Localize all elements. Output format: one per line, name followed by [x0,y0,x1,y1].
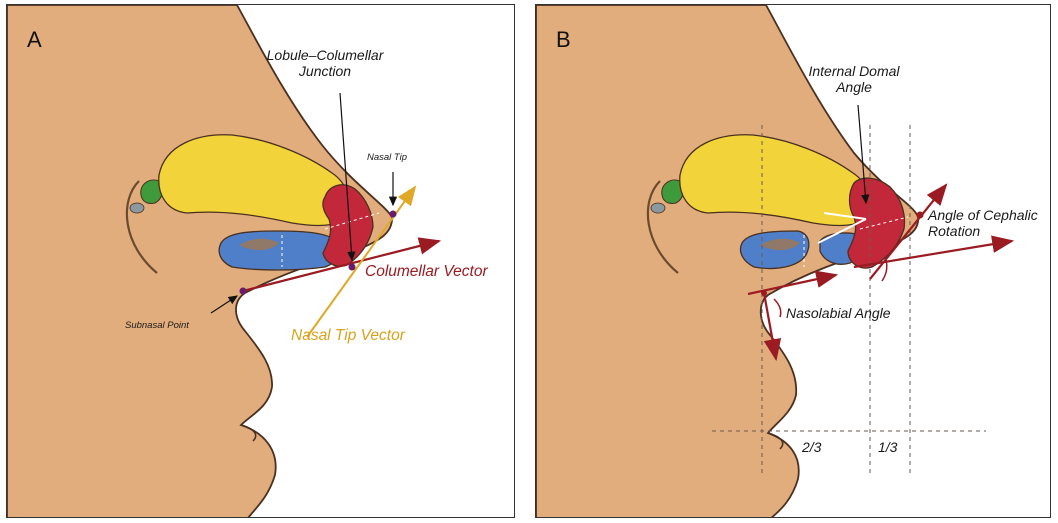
nasal-tip-label: Nasal Tip [367,153,407,164]
panel-a: A Lobule–Columellar Junction Nasal Tip C… [6,4,515,518]
tip-point-marker [917,212,924,219]
fraction-two-thirds-label: 2/3 [802,439,821,455]
fraction-one-third-label: 1/3 [878,439,897,455]
lobule-columellar-junction-marker [349,264,356,271]
nasolabial-angle-arc [774,299,781,317]
lateral-crus [219,231,338,270]
panel-a-illustration [7,5,515,518]
panel-b-illustration [536,5,1051,518]
nasal-tip-marker [390,211,397,218]
subnasal-point-marker [761,290,767,296]
angle-of-cephalic-rotation-label: Angle of Cephalic Rotation [928,207,1038,239]
panel-b-letter: B [556,27,571,53]
accessory-cartilage [651,203,665,213]
internal-domal-angle-label: Internal Domal Angle [808,63,899,95]
lobule-columellar-junction-label: Lobule–Columellar Junction [267,47,384,79]
subnasal-point-marker [240,288,247,295]
panel-a-letter: A [27,27,42,53]
accessory-cartilage [130,203,144,213]
subnasal-point-label: Subnasal Point [125,321,189,332]
nasal-tip-vector-label: Nasal Tip Vector [291,327,405,345]
columellar-vector-label: Columellar Vector [365,263,488,281]
panel-b: B Internal Domal Angle Angle of Cephalic… [535,4,1051,518]
nasolabial-angle-label: Nasolabial Angle [786,305,891,321]
